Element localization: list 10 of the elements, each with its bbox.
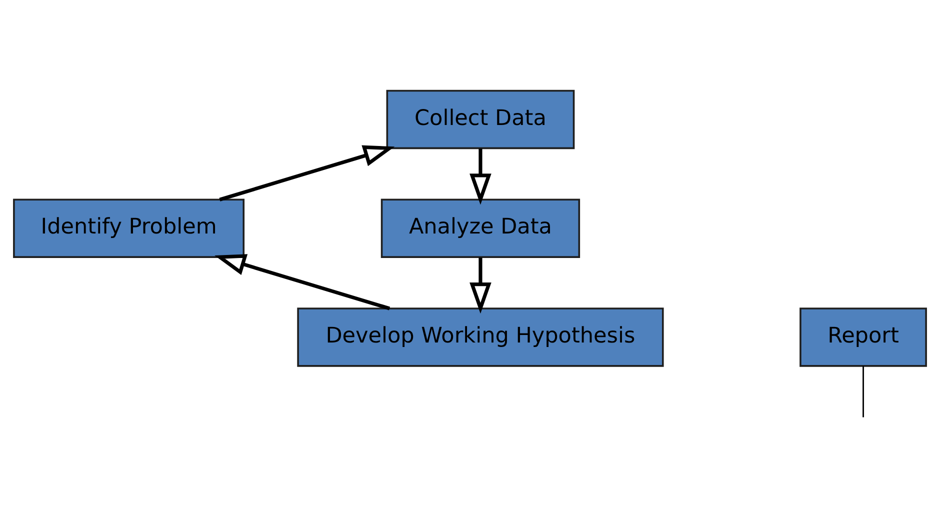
- node-box: Develop Working Hypothesis: [296, 308, 664, 367]
- arrow: [218, 145, 394, 202]
- node-box: Identify Problem: [12, 198, 244, 258]
- node-box: Report: [799, 308, 926, 367]
- node-box: Analyze Data: [380, 198, 580, 258]
- arrow: [469, 258, 491, 314]
- connector: [862, 366, 864, 418]
- node-box: Collect Data: [386, 90, 574, 150]
- arrow: [214, 254, 390, 310]
- arrow: [469, 148, 491, 205]
